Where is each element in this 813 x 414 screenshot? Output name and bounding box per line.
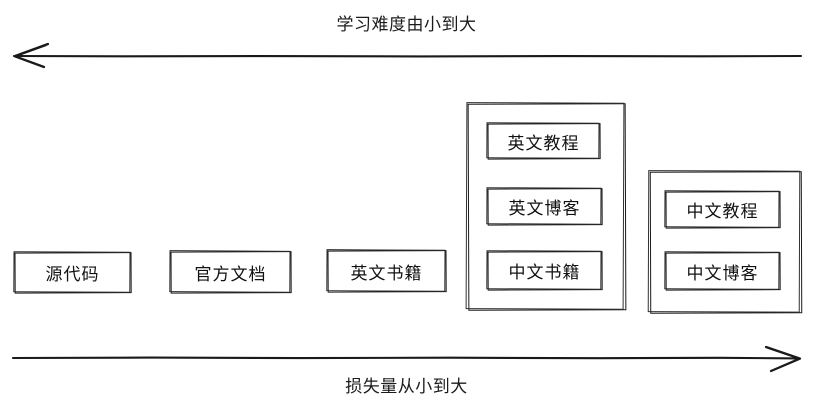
node-label: 英文教程	[507, 133, 580, 153]
bottom-axis-label: 损失量从小到大	[345, 377, 468, 396]
node-chinese-blog[interactable]: 中文博客	[665, 252, 780, 290]
node-label: 源代码	[45, 265, 100, 284]
node-chinese-tutorial[interactable]: 中文教程	[665, 191, 780, 228]
node-english-tutorial[interactable]: 英文教程	[487, 123, 600, 159]
node-label: 官方文档	[194, 264, 267, 284]
node-english-books[interactable]: 英文书籍	[327, 250, 446, 292]
node-label: 英文博客	[508, 199, 581, 218]
top-axis-label: 学习难度由小到大	[336, 15, 477, 34]
node-label: 中文教程	[686, 202, 759, 221]
top-arrow-icon	[12, 42, 803, 69]
node-label: 中文书籍	[508, 263, 581, 282]
node-label: 英文书籍	[350, 263, 423, 283]
node-official-docs[interactable]: 官方文档	[170, 251, 291, 293]
bottom-arrow-icon	[11, 345, 802, 373]
node-label: 中文博客	[686, 263, 759, 283]
node-source-code[interactable]: 源代码	[14, 252, 131, 293]
node-english-blog[interactable]: 英文博客	[487, 188, 602, 225]
node-chinese-books[interactable]: 中文书籍	[487, 251, 602, 290]
